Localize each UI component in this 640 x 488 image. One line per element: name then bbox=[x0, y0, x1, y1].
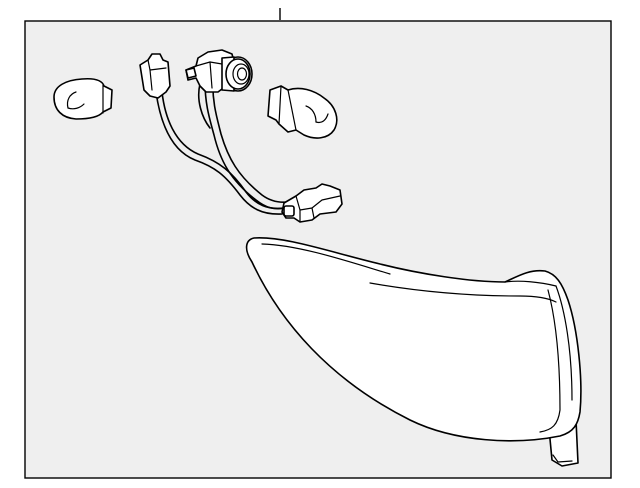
socket-and-wire-harness-icon bbox=[139, 49, 343, 223]
tail-lamp-assembly-icon bbox=[245, 237, 582, 467]
large-bulb-icon bbox=[267, 85, 338, 139]
small-bulb-icon bbox=[53, 77, 113, 120]
